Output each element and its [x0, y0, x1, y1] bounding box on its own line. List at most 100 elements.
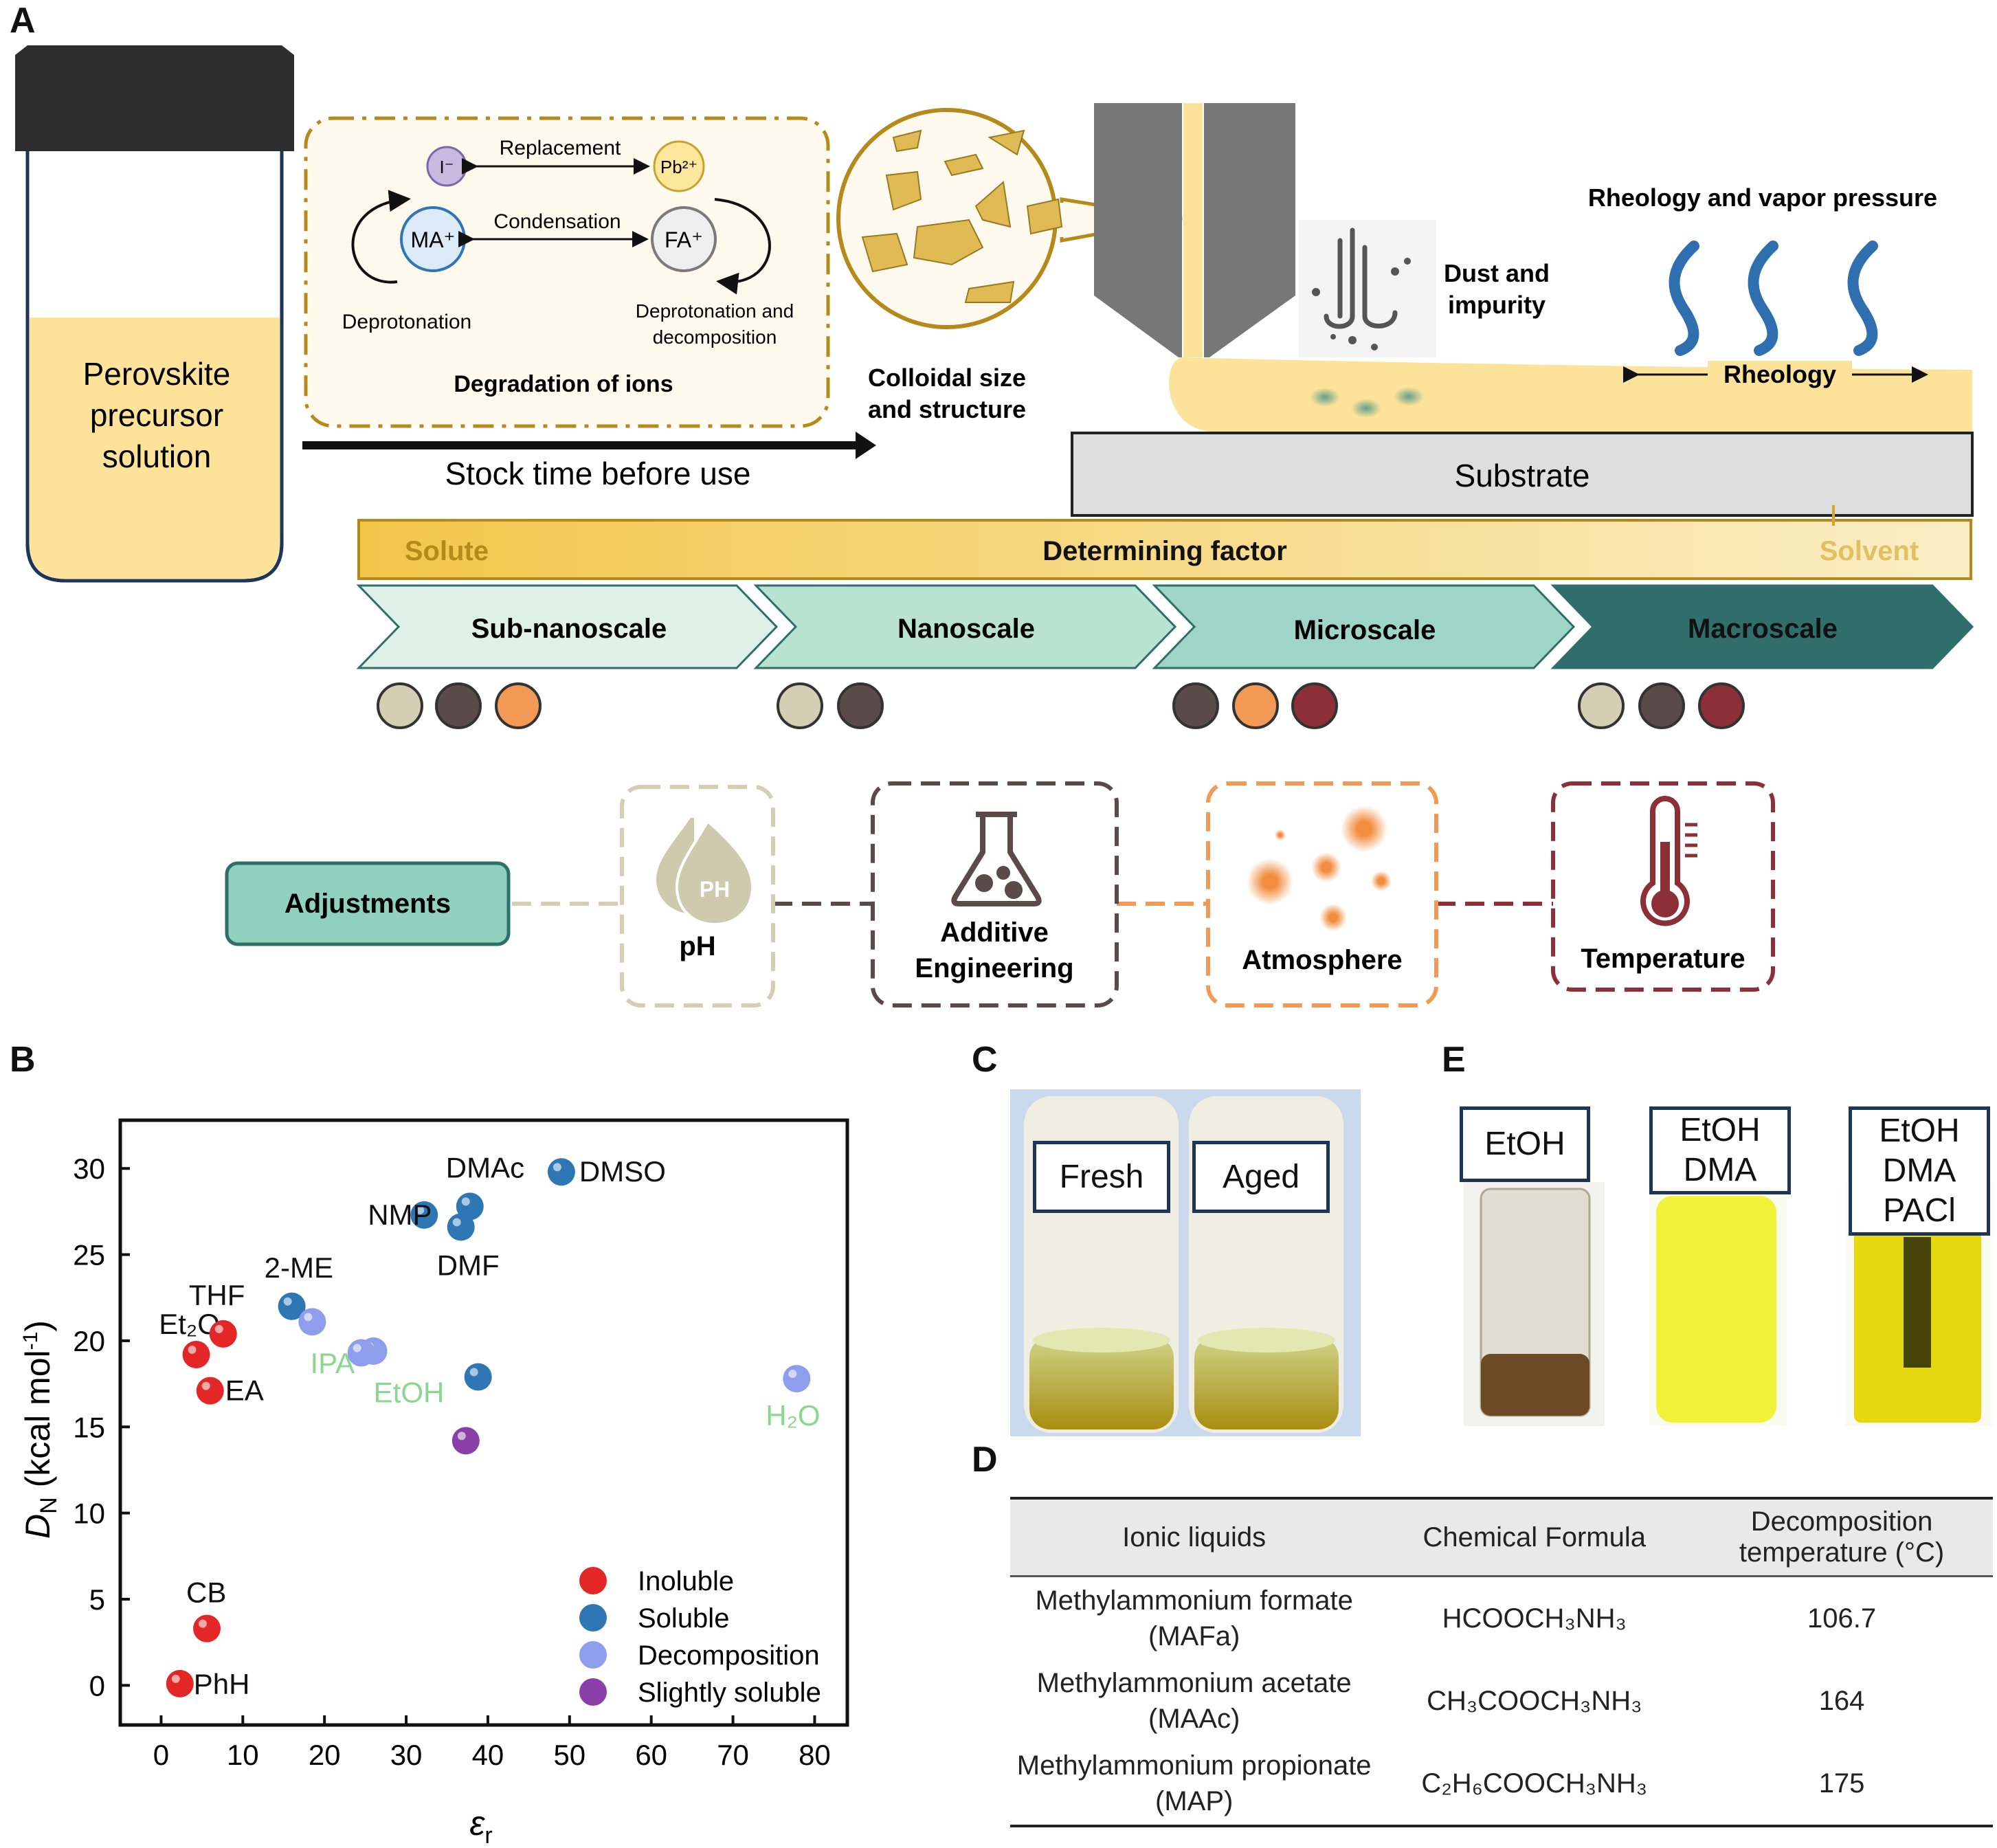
ion-fa-label: FA⁺	[665, 227, 703, 252]
atmosphere-bubbles-icon	[1247, 805, 1392, 931]
scale-chevron-macro	[1550, 584, 1974, 669]
data-point-label: DMSO	[579, 1155, 666, 1188]
data-point-highlight	[457, 1432, 466, 1440]
data-point-label: DMF	[437, 1249, 500, 1281]
colloid-magnifier	[836, 108, 1183, 329]
data-point-label: 2-ME	[265, 1251, 333, 1284]
y-tick-label: 25	[73, 1239, 105, 1271]
dot-ph	[1578, 682, 1625, 729]
y-tick-label: 20	[73, 1325, 105, 1357]
scale-label-micro: Microscale	[1294, 615, 1436, 645]
data-point	[182, 1340, 210, 1368]
chart-legend: Inoluble Soluble Decomposition Slightly …	[579, 1566, 821, 1708]
ph-icon-text: PH	[700, 877, 730, 902]
substrate	[1071, 432, 1974, 517]
factor-solute-label: Solute	[405, 536, 489, 566]
data-point	[298, 1308, 326, 1336]
table-header: Decomposition temperature (°C)	[1691, 1497, 1993, 1577]
ion-ma-label: MA⁺	[411, 227, 456, 252]
factor-center-label: Determining factor	[1042, 536, 1287, 566]
data-point-highlight	[452, 1218, 461, 1227]
adj-atmosphere-label: Atmosphere	[1242, 945, 1402, 975]
x-tick-label: 70	[717, 1739, 749, 1771]
y-tick-label: 15	[73, 1411, 105, 1443]
scale-label-subnano: Sub-nanoscale	[471, 614, 667, 644]
deprot-decomp-line-1: Deprotonation and	[636, 300, 794, 322]
data-point	[347, 1339, 375, 1367]
ma-cycle-arrow	[351, 190, 411, 284]
substrate-label: Substrate	[1455, 458, 1590, 493]
dot-ph	[777, 682, 823, 729]
factor-dots	[377, 682, 1745, 729]
vial-label-line-3: solution	[102, 438, 212, 474]
data-point-highlight	[283, 1297, 292, 1306]
dot-additive	[1638, 682, 1685, 729]
photo-label-fresh: Fresh	[1033, 1141, 1170, 1213]
scale-chevron-nano	[753, 584, 1177, 669]
legend-label-soluble: Soluble	[638, 1603, 729, 1634]
legend-label-insoluble: Inoluble	[638, 1566, 734, 1596]
adj-additive-line-2: Engineering	[915, 953, 1073, 983]
legend-marker-insoluble	[579, 1567, 607, 1594]
x-tick-label: 60	[635, 1739, 667, 1771]
photo-label-etoh: EtOH	[1460, 1106, 1590, 1182]
data-point-label: IPA	[311, 1347, 355, 1379]
data-point-highlight	[201, 1381, 210, 1390]
panel-letter-c: C	[972, 1040, 998, 1080]
table-cell: CH₃COOCH₃NH₃	[1427, 1686, 1642, 1716]
dot-additive	[435, 682, 482, 729]
data-point	[451, 1427, 480, 1455]
x-tick-label: 10	[227, 1739, 259, 1771]
plot-frame	[118, 1118, 849, 1727]
legend-label-decomposition: Decomposition	[638, 1640, 820, 1671]
data-point-highlight	[353, 1344, 361, 1352]
scale-chevron-subnano	[356, 584, 779, 669]
dot-additive	[837, 682, 884, 729]
x-axis-label: εr	[469, 1804, 492, 1848]
precursor-vial	[15, 45, 294, 583]
x-tick-label: 20	[309, 1739, 341, 1771]
adj-ph-label: pH	[679, 931, 715, 961]
ion-i-label: I⁻	[440, 157, 454, 177]
data-point-label: PhH	[194, 1668, 250, 1700]
x-tick-label: 80	[799, 1739, 831, 1771]
data-point-highlight	[553, 1163, 561, 1172]
panel-letter-e: E	[1442, 1040, 1466, 1080]
legend-label-slightly-soluble: Slightly soluble	[638, 1678, 821, 1708]
panel-letter-a: A	[10, 1, 36, 41]
dot-ph	[377, 682, 423, 729]
rheology-vapor-label: Rheology and vapor pressure	[1588, 183, 1937, 212]
adj-additive-line-1: Additive	[940, 917, 1049, 948]
data-point	[166, 1669, 194, 1697]
adjustments-box	[225, 861, 511, 946]
dust-impurity-icon	[1299, 220, 1436, 357]
flask-icon	[951, 812, 1042, 906]
table-row: Methylammonium propionate (MAP) C₂H₆COOC…	[1010, 1742, 1993, 1827]
data-point-highlight	[469, 1368, 478, 1377]
factor-solvent-label: Solvent	[1820, 536, 1919, 566]
data-point	[783, 1365, 811, 1393]
colloidal-line-1: Colloidal size	[868, 364, 1026, 392]
data-point	[196, 1377, 224, 1405]
table-cell: Methylammonium propionate (MAP)	[1010, 1742, 1379, 1827]
table-cell: 175	[1691, 1742, 1993, 1827]
slot-die-head	[1094, 103, 1295, 357]
data-point-highlight	[171, 1674, 180, 1683]
panel-a-diagram: Perovskite precursor solution I⁻ Pb²⁺ Re…	[15, 45, 1974, 1008]
deprot-decomp-line-2: decomposition	[653, 326, 777, 348]
y-tick-label: 10	[73, 1498, 105, 1530]
deprotonation-label: Deprotonation	[342, 311, 471, 333]
data-point	[209, 1320, 237, 1348]
thermometer-icon	[1640, 796, 1697, 926]
panel-letter-d: D	[972, 1440, 998, 1480]
data-point	[547, 1158, 575, 1186]
data-point-label: NMP	[368, 1199, 432, 1231]
additive-box	[871, 781, 1119, 1008]
data-point-highlight	[788, 1370, 797, 1379]
dot-additive	[1172, 682, 1219, 729]
table-header: Ionic liquids	[1010, 1497, 1379, 1577]
data-point	[193, 1614, 221, 1643]
